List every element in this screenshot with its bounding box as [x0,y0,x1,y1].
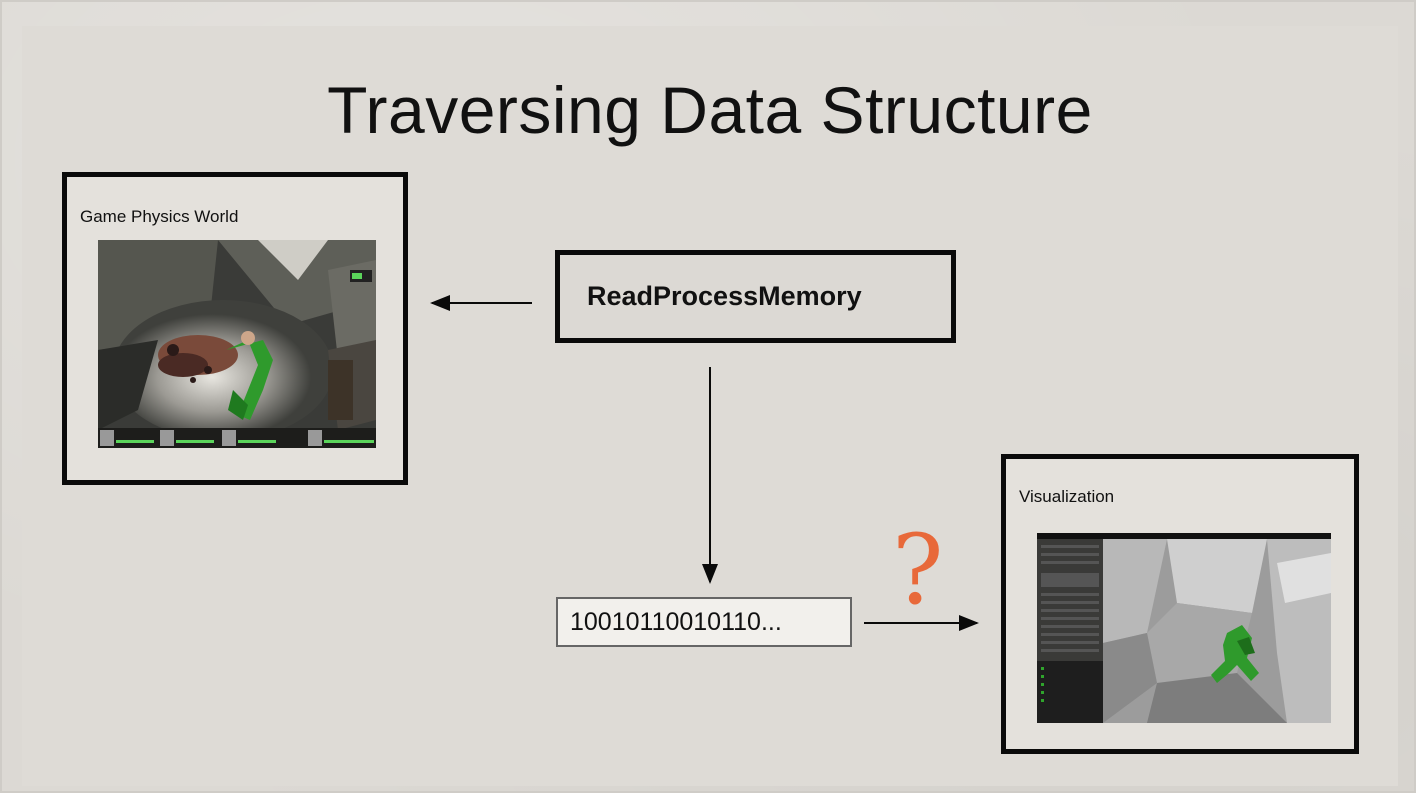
visualization-screenshot [1037,533,1331,723]
game-screenshot [98,240,376,448]
binary-data-box: 10010110010110... [556,597,852,647]
slide-title: Traversing Data Structure [327,73,1093,147]
visualization-panel: Visualization [1001,454,1359,754]
game-physics-world-label: Game Physics World [80,207,239,226]
visualization-label: Visualization [1019,487,1115,506]
game-physics-world-panel: Game Physics World [62,172,408,485]
visualization-image [1037,533,1331,723]
game-scene-image [98,240,376,448]
question-mark: ? [892,514,944,626]
read-process-memory-box: ReadProcessMemory [555,250,956,343]
